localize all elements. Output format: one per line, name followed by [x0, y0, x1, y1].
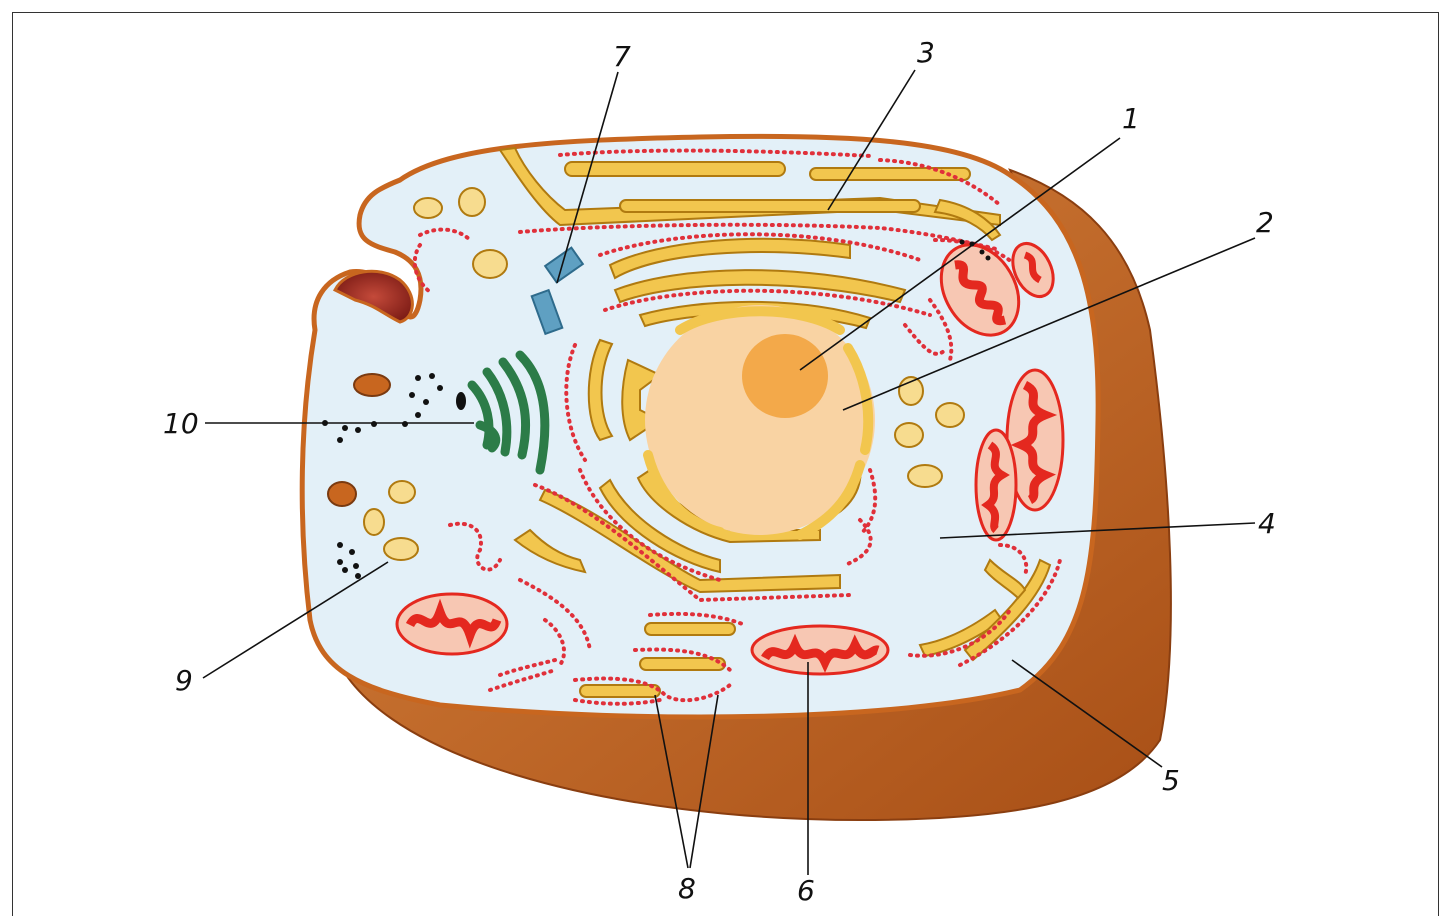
label-8: 8 [678, 872, 696, 905]
label-9: 9 [175, 664, 193, 697]
mitochondrion [397, 594, 507, 654]
label-1: 1 [1122, 102, 1140, 135]
label-3: 3 [917, 36, 935, 69]
mitochondrion [752, 626, 888, 674]
label-5: 5 [1162, 764, 1180, 797]
label-2: 2 [1256, 206, 1274, 239]
mitochondrion [976, 430, 1016, 540]
label-7: 7 [613, 40, 631, 73]
nucleolus [742, 334, 828, 418]
label-10: 10 [163, 407, 199, 440]
nucleus [645, 305, 875, 535]
label-6: 6 [797, 874, 815, 907]
label-4: 4 [1258, 507, 1276, 540]
